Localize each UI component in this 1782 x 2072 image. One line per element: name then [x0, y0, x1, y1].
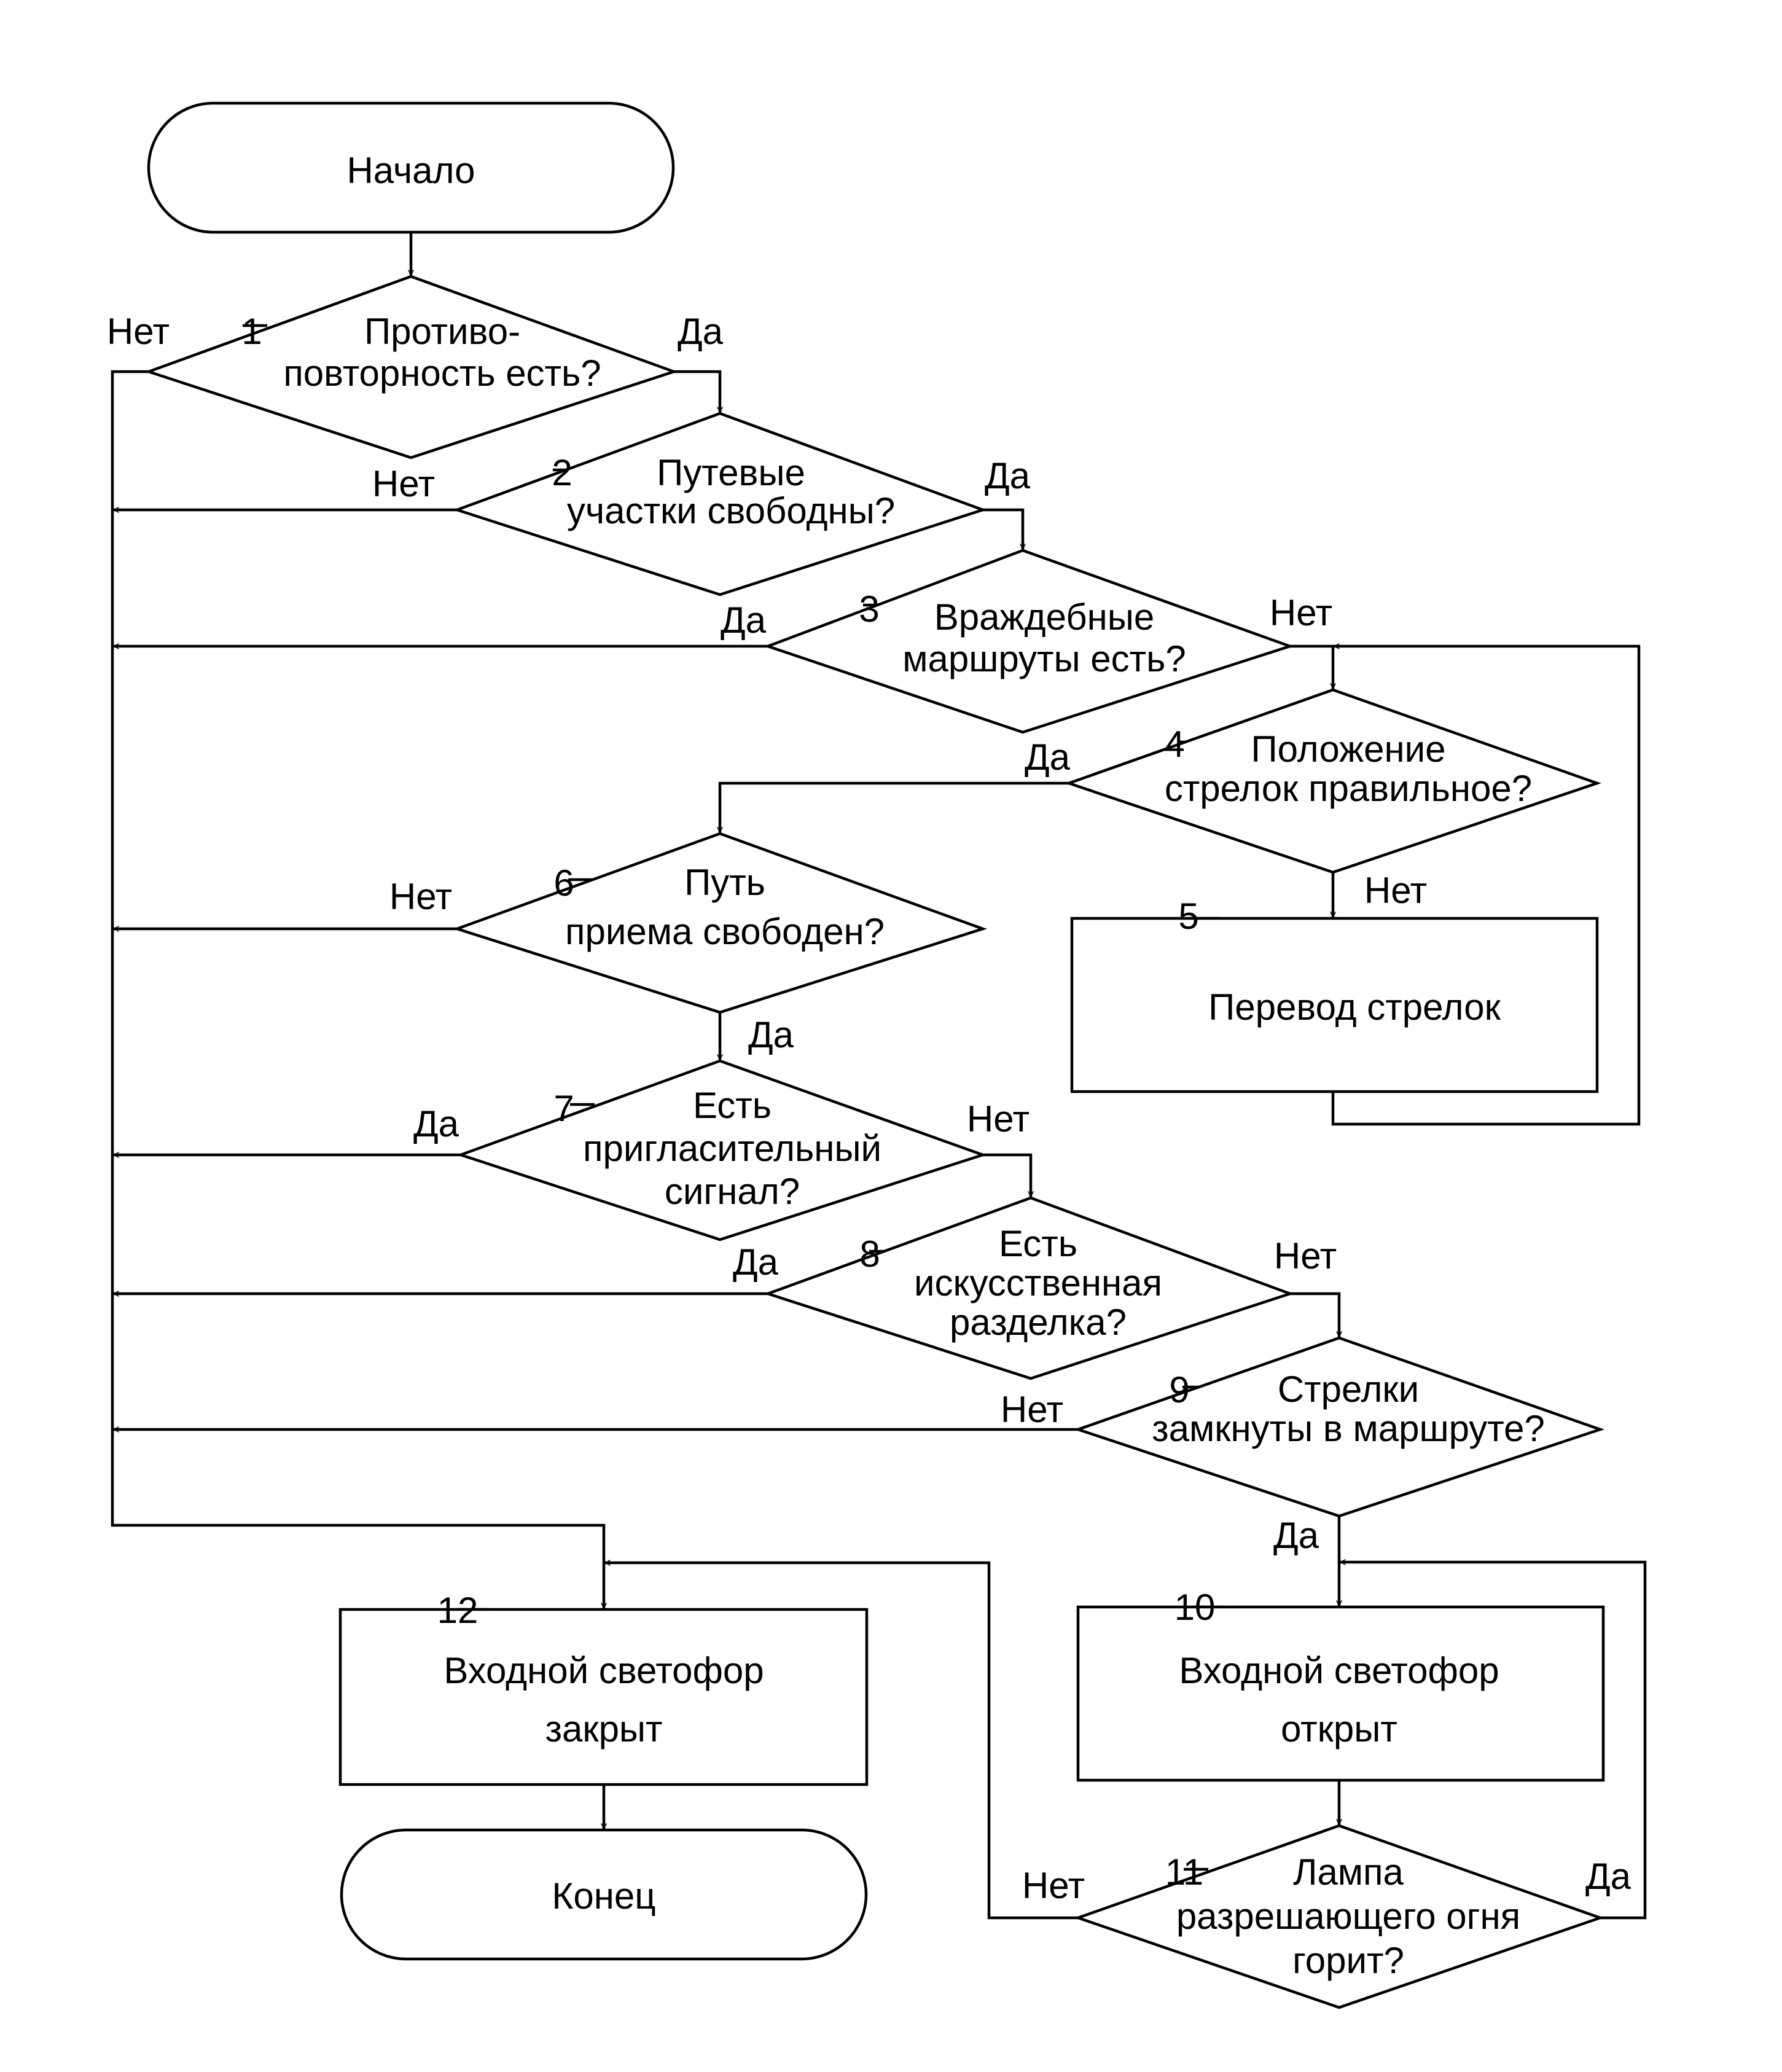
- s11-text-line-3: горит?: [1292, 1940, 1404, 1981]
- label-3-yes: Да: [721, 600, 767, 641]
- s12-number: 12: [437, 1590, 479, 1631]
- s1-text-line-1: Противо-: [364, 311, 520, 352]
- s10-text-line-1: Входной светофор: [1179, 1650, 1499, 1691]
- label-4-no: Нет: [1364, 870, 1427, 911]
- s10-number: 10: [1174, 1587, 1216, 1628]
- label-7-yes: Да: [413, 1103, 459, 1144]
- flow-8-no-to-9: [1290, 1292, 1339, 1337]
- flow-5-loop-back: [1331, 646, 1641, 1126]
- decision-2: [453, 412, 987, 596]
- s8-number: 8: [859, 1233, 880, 1275]
- s2-text-line-2: участки свободны?: [567, 490, 895, 531]
- s11-number: 11: [1165, 1851, 1203, 1893]
- s5-number: 5: [1178, 896, 1198, 937]
- s10-text-line-2: открыт: [1281, 1708, 1397, 1749]
- flowchart-texts: Противо-повторность есть? 1Путевыеучастки…: [107, 311, 1632, 1981]
- s4-text-line-1: Положение: [1251, 729, 1445, 770]
- end-terminal: [340, 1828, 868, 1961]
- label-7-no: Нет: [967, 1098, 1030, 1140]
- label-1-yes: Да: [678, 311, 724, 352]
- decision-7: [456, 1059, 987, 1241]
- decision-9: [1074, 1336, 1604, 1518]
- s3-number: 3: [859, 588, 879, 630]
- decision-1: [144, 275, 678, 459]
- s2-number: 2: [552, 452, 572, 493]
- decision-6: [453, 832, 987, 1014]
- s8-text-line-3: разделка?: [950, 1302, 1127, 1343]
- s9-text-line-1: Стрелки: [1278, 1369, 1419, 1410]
- label-2-no: Нет: [372, 463, 435, 504]
- label-2-yes: Да: [985, 455, 1031, 496]
- s9-number: 9: [1169, 1369, 1189, 1410]
- s6-text-line-1: Путь: [684, 862, 765, 903]
- flow-11-no-to-12: [605, 1563, 1078, 1920]
- s3-text-line-2: маршруты есть?: [902, 638, 1186, 679]
- decision-3: [764, 549, 1294, 734]
- label-4-yes: Да: [1025, 737, 1071, 778]
- flow-11-yes-loop: [1340, 1562, 1647, 1920]
- process-10: [1076, 1605, 1605, 1782]
- flow-4-yes-to-6: [720, 781, 1069, 832]
- s1-number: 1: [241, 311, 262, 352]
- s6-text-line-2: приема свободен?: [565, 911, 885, 952]
- flow-1-yes-to-2: [674, 370, 720, 412]
- label-11-yes: Да: [1585, 1856, 1632, 1897]
- main-left-rail: [111, 370, 604, 1608]
- s7-text-line-2: пригласительный: [583, 1128, 881, 1169]
- start-terminal: [147, 101, 675, 234]
- s2-text-line-1: Путевые: [657, 452, 805, 493]
- label-9-yes: Да: [1273, 1515, 1319, 1556]
- label-8-no: Нет: [1274, 1235, 1337, 1276]
- label-9-no: Нет: [1001, 1389, 1063, 1430]
- label-8-yes: Да: [733, 1241, 779, 1283]
- s8-text-line-1: Есть: [999, 1223, 1077, 1264]
- flowchart-shapes: Начало Конец: [144, 101, 1605, 2009]
- s7-text-line-1: Есть: [693, 1085, 772, 1126]
- process-12: [338, 1608, 869, 1786]
- s3-text-line-1: Враждебные: [934, 596, 1155, 638]
- label-6-no: Нет: [389, 876, 452, 917]
- label-3-no: Нет: [1270, 592, 1332, 633]
- s11-text-line-1: Лампа: [1293, 1851, 1404, 1893]
- s8-text-line-2: искусственная: [914, 1262, 1162, 1304]
- s7-number: 7: [553, 1088, 574, 1129]
- s5-text-line-1: Перевод стрелок: [1208, 987, 1501, 1028]
- flow-7-no-to-8: [983, 1153, 1031, 1197]
- s12-text-line-2: закрыт: [545, 1708, 662, 1749]
- label-1-no: Нет: [107, 311, 170, 352]
- label-6-yes: Да: [748, 1014, 794, 1055]
- decision-8: [764, 1196, 1294, 1380]
- s7-text-line-3: сигнал?: [665, 1171, 800, 1212]
- end-label: Конец: [552, 1875, 655, 1917]
- s11-text-line-2: разрешающего огня: [1176, 1896, 1520, 1937]
- s9-text-line-2: замкнуты в маршруте?: [1152, 1408, 1545, 1449]
- s6-number: 6: [553, 862, 574, 904]
- decision-11: [1074, 1824, 1604, 2009]
- s12-text-line-1: Входной светофор: [444, 1650, 764, 1691]
- flow-3-no-to-4: [1290, 644, 1333, 689]
- s4-text-line-2: стрелок правильное?: [1165, 768, 1532, 809]
- decision-4: [1065, 688, 1601, 874]
- flow-2-yes-to-3: [983, 508, 1023, 549]
- s4-number: 4: [1164, 724, 1184, 765]
- connector-lines: [111, 232, 1647, 1920]
- process-5: [1070, 917, 1599, 1093]
- start-label: Начало: [346, 150, 475, 191]
- s1-text-line-2: повторность есть?: [283, 353, 601, 394]
- label-11-no: Нет: [1022, 1865, 1085, 1906]
